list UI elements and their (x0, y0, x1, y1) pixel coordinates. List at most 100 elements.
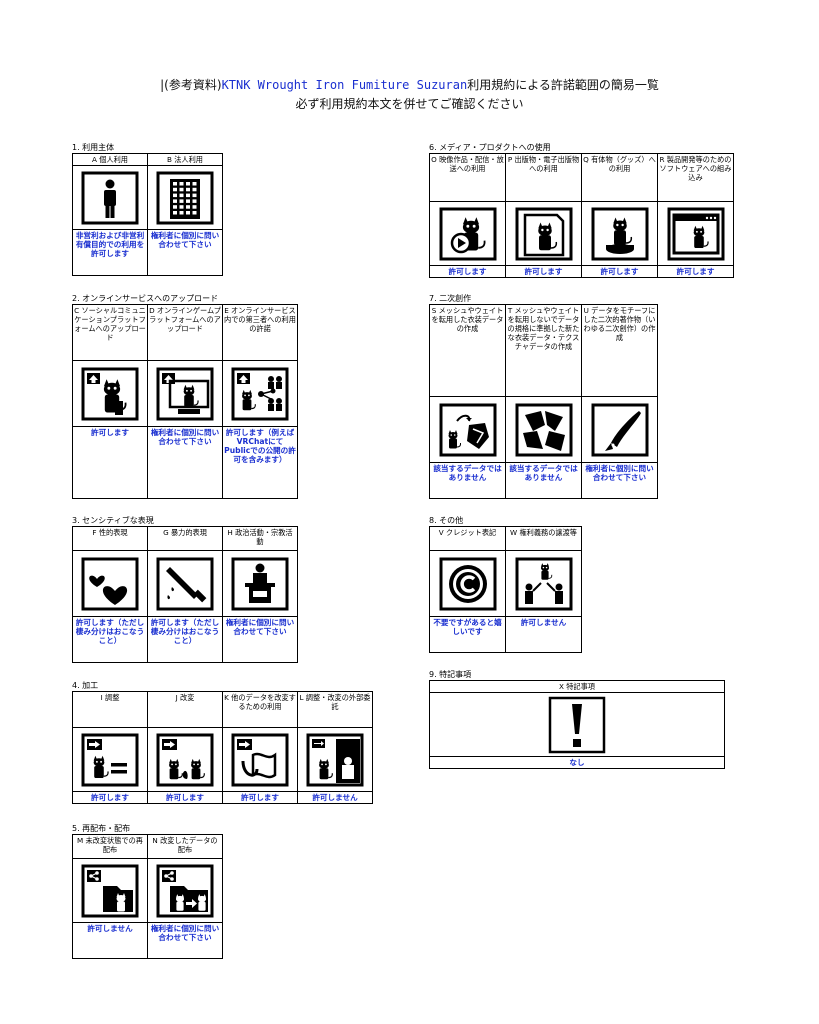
cell-icon (505, 550, 582, 617)
cell-label: S メッシュやウェイトを転用した衣装データの作成 (429, 304, 506, 397)
cell-label: C ソーシャルコミュニケーションプラットフォームへのアップロード (72, 304, 148, 361)
cell-result: 該当するデータではありません (505, 462, 582, 499)
permission-table: A 個人利用 B 法人利用 非営利および非営利有償目的での利用を許可します 権利… (72, 153, 223, 276)
copyright-icon (430, 557, 505, 611)
cell-icon (429, 201, 506, 266)
cell-label: I 調整 (72, 691, 148, 728)
cell-result: 許可します (147, 791, 223, 804)
cell-icon (147, 727, 223, 792)
cell-label: F 性的表現 (72, 526, 148, 551)
cell-icon (429, 692, 725, 757)
document-subtitle: 必ず利用規約本文を併せてご確認ください (295, 97, 524, 111)
cell-result: 許可します（ただし棲み分けはおこなうこと） (147, 616, 223, 663)
cell-result: 許可します (222, 791, 298, 804)
section-media-products: 6. メディア・プロダクトへの使用 O 映像作品・配信・放送への利用 P 出版物… (429, 143, 734, 278)
cell-result: 該当するデータではありません (429, 462, 506, 499)
redistribute-icon (73, 864, 147, 918)
cell-label: W 権利義務の譲渡等 (505, 526, 582, 551)
cell-result: 不要ですがあると嬉しいです (429, 616, 506, 653)
document-title: |(参考資料)KTNK Wrought Iron Fumiture Suzura… (0, 76, 819, 93)
cell-result: 許可します (72, 791, 148, 804)
cell-icon (72, 360, 148, 427)
cell-result: 権利者に個別に問い合わせて下さい (222, 616, 298, 663)
section-title: 3. センシティブな表現 (72, 516, 154, 525)
section-usage-subject: 1. 利用主体 A 個人利用 B 法人利用 非営利および非営利有償目的での利用を… (72, 143, 223, 276)
section-title: 6. メディア・プロダクトへの使用 (429, 143, 551, 152)
section-title: 8. その他 (429, 516, 464, 525)
cell-result: 許可しません (297, 791, 373, 804)
cell-icon (147, 360, 223, 427)
publication-icon (506, 207, 581, 261)
permission-table: M 未改変状態での再配布 N 改変したデータの配布 許可しません 権利者に個別に… (72, 834, 223, 959)
cell-label: D オンラインゲームプラットフォームへのアップロード (147, 304, 223, 361)
cell-label: H 政治活動・宗教活動 (222, 526, 298, 551)
upload-cat-icon (73, 367, 147, 421)
cell-result: 許可します (429, 265, 506, 278)
section-online-upload: 2. オンラインサービスへのアップロード C ソーシャルコミュニケーションプラッ… (72, 294, 298, 499)
cell-label: E オンラインサービス内での第三者への利用の許諾 (222, 304, 298, 361)
software-icon (658, 207, 733, 261)
cell-result: 許可します（ただし棲み分けはおこなうこと） (72, 616, 148, 663)
cell-result: 非営利および非営利有償目的での利用を許可します (72, 229, 148, 276)
upload-share-icon (223, 367, 297, 421)
distribute-modified-icon (148, 864, 222, 918)
new-outfit-icon (506, 403, 581, 457)
cell-icon (72, 165, 148, 230)
section-title: 1. 利用主体 (72, 143, 115, 152)
cell-label: X 特記事項 (429, 680, 725, 693)
adjust-icon (73, 733, 147, 787)
cell-result: 許可します (657, 265, 734, 278)
permission-table: S メッシュやウェイトを転用した衣装データの作成 T メッシュやウェイトを転用し… (429, 304, 658, 499)
permission-table: V クレジット表記 W 権利義務の譲渡等 不要ですがあると嬉しいです 許可しませ… (429, 526, 582, 653)
title-suffix: 利用規約による許諾範囲の簡易一覧 (467, 78, 659, 92)
goods-icon (582, 207, 657, 261)
person-icon (73, 171, 147, 225)
cell-label: B 法人利用 (147, 153, 223, 166)
outsource-icon (298, 733, 372, 787)
building-icon (148, 171, 222, 225)
cell-icon (581, 201, 658, 266)
transfer-icon (506, 557, 581, 611)
knife-icon (148, 557, 222, 611)
modify-icon (148, 733, 222, 787)
cell-label: M 未改変状態での再配布 (72, 834, 148, 859)
section-derivative-works: 7. 二次創作 S メッシュやウェイトを転用した衣装データの作成 T メッシュや… (429, 294, 658, 499)
cell-icon (72, 727, 148, 792)
podium-icon (223, 557, 297, 611)
section-title: 9. 特記事項 (429, 670, 472, 679)
section-processing: 4. 加工 I 調整 J 改変 K 他のデータを改変するための利用 L 調整・改… (72, 681, 373, 804)
cell-label: T メッシュやウェイトを転用しないでデータの規格に準拠した新たな衣装データ・テク… (505, 304, 582, 397)
cell-label: R 製品開発等のためのソフトウェアへの組み込み (657, 153, 734, 202)
cell-icon (581, 396, 658, 463)
cell-label: L 調整・改変の外部委託 (297, 691, 373, 728)
cell-result: 権利者に個別に問い合わせて下さい (147, 229, 223, 276)
section-title: 7. 二次創作 (429, 294, 472, 303)
cell-icon (657, 201, 734, 266)
permission-table: X 特記事項 なし (429, 680, 725, 769)
cell-label: A 個人利用 (72, 153, 148, 166)
permission-table: O 映像作品・配信・放送への利用 P 出版物・電子出版物への利用 Q 有体物（グ… (429, 153, 734, 278)
cell-icon (222, 727, 298, 792)
hearts-icon (73, 557, 147, 611)
cell-icon (72, 550, 148, 617)
cell-icon (505, 396, 582, 463)
cell-result: 許可しません (505, 616, 582, 653)
permission-table: I 調整 J 改変 K 他のデータを改変するための利用 L 調整・改変の外部委託 (72, 691, 373, 804)
section-other: 8. その他 V クレジット表記 W 権利義務の譲渡等 不要ですがあると嬉しいで… (429, 516, 582, 653)
cell-icon (147, 165, 223, 230)
cell-result: 権利者に個別に問い合わせて下さい (147, 426, 223, 499)
cell-result: 許可しません (72, 922, 148, 959)
cell-result: 許可します (581, 265, 658, 278)
cell-icon (147, 550, 223, 617)
cell-label: Q 有体物（グッズ）への利用 (581, 153, 658, 202)
cell-icon (429, 396, 506, 463)
cell-result: 許可します（例えばVRChatにてPublicでの公開の許可を含みます） (222, 426, 298, 499)
cell-icon (429, 550, 506, 617)
cell-label: P 出版物・電子出版物への利用 (505, 153, 582, 202)
cell-icon (72, 858, 148, 923)
cell-icon (222, 360, 298, 427)
cell-label: O 映像作品・配信・放送への利用 (429, 153, 506, 202)
section-title: 4. 加工 (72, 681, 99, 690)
cell-label: K 他のデータを改変するための利用 (222, 691, 298, 728)
cell-result: 権利者に個別に問い合わせて下さい (147, 922, 223, 959)
